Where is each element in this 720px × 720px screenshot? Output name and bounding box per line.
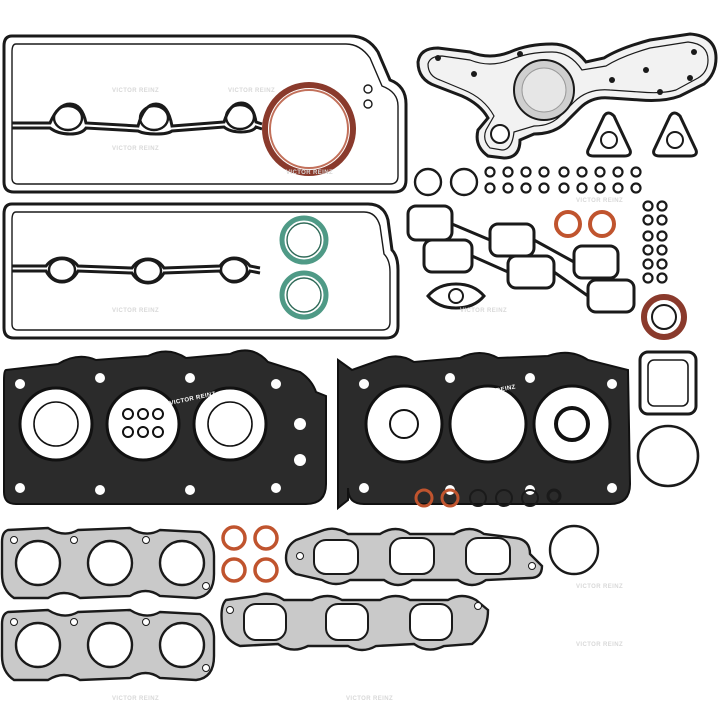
valve-stem-seal (642, 214, 654, 226)
copper-seals-lower (221, 525, 279, 583)
valve-stem-seal (538, 166, 550, 178)
watermark-11: VICTOR REINZ (346, 696, 393, 702)
valve-stem-seal (656, 258, 668, 270)
valve-stem-seal (642, 230, 654, 242)
triangle-flange-gaskets (586, 111, 698, 158)
plenum-gasket (406, 204, 636, 314)
exhaust-manifold-gasket-2 (0, 608, 216, 682)
head-gasket-right: VICTOR REINZ (337, 351, 632, 511)
valve-stem-seal (642, 258, 654, 270)
small-seals-lower (414, 488, 562, 508)
valve-stem-seals (484, 166, 668, 284)
watermark-5: VICTOR REINZ (576, 198, 623, 204)
valve-stem-seal (576, 166, 588, 178)
valve-stem-seal (642, 244, 654, 256)
valve-stem-seal (656, 200, 668, 212)
watermark-8: VICTOR REINZ (576, 584, 623, 590)
watermark-2: VICTOR REINZ (228, 88, 275, 94)
valve-stem-seal (538, 182, 550, 194)
watermark-4: VICTOR REINZ (286, 170, 333, 176)
head-gasket-left: VICTOR REINZ (3, 349, 327, 505)
exhaust-manifold-gasket-1 (0, 526, 216, 600)
valve-stem-seal (594, 182, 606, 194)
valve-stem-seal (502, 182, 514, 194)
watermark-6: VICTOR REINZ (112, 308, 159, 314)
valve-stem-seal (576, 182, 588, 194)
large-o-ring-lower (548, 524, 600, 576)
timing-cover-gasket (416, 32, 718, 160)
watermark-7: VICTOR REINZ (460, 308, 507, 314)
valve-stem-seal (484, 166, 496, 178)
watermark-9: VICTOR REINZ (576, 642, 623, 648)
valve-stem-seal (642, 272, 654, 284)
throttle-gasket (426, 282, 486, 310)
valve-cover-gasket-bottom (2, 202, 400, 340)
copper-seals-mid (554, 210, 616, 238)
watermark-10: VICTOR REINZ (112, 696, 159, 702)
watermark-3: VICTOR REINZ (112, 146, 159, 152)
valve-stem-seal (656, 244, 668, 256)
intake-manifold-gasket-lower (220, 592, 490, 652)
valve-stem-seal (484, 182, 496, 194)
valve-stem-seal (520, 182, 532, 194)
rear-main-seal (262, 82, 356, 176)
valve-stem-seal (558, 166, 570, 178)
valve-stem-seal (594, 166, 606, 178)
valve-stem-seal (612, 182, 624, 194)
front-crank-seal (641, 294, 687, 340)
valve-stem-seal (656, 214, 668, 226)
intake-manifold-gasket-upper (284, 527, 544, 587)
valve-stem-seal (656, 272, 668, 284)
large-o-ring-right (636, 424, 700, 488)
watermarks: VICTOR REINZ VICTOR REINZ VICTOR REINZ V… (112, 88, 623, 702)
valve-stem-seal (656, 230, 668, 242)
valve-stem-seal (520, 166, 532, 178)
valve-stem-seal (630, 182, 642, 194)
tube-seals-green (279, 215, 329, 320)
valve-stem-seal (642, 200, 654, 212)
valve-stem-seal (502, 166, 514, 178)
watermark-1: VICTOR REINZ (112, 88, 159, 94)
valve-stem-seal (630, 166, 642, 178)
valve-cover-gasket-top (2, 34, 408, 194)
water-outlet-gasket (638, 350, 698, 416)
o-rings-upper (413, 167, 479, 197)
valve-stem-seal (558, 182, 570, 194)
valve-stem-seal (612, 166, 624, 178)
